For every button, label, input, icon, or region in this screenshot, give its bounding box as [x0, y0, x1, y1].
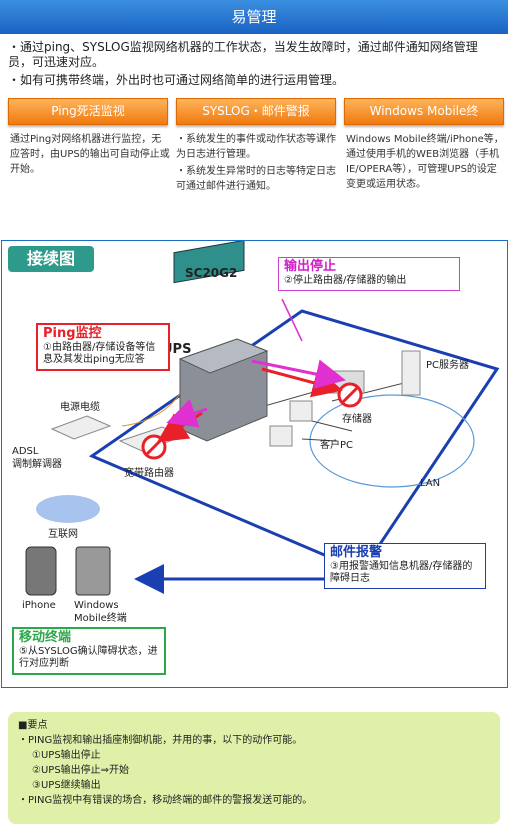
notes-line: ③UPS继续输出 — [32, 780, 101, 791]
card-label: SC20G2 — [185, 266, 238, 280]
intro-line-1: ・通过ping、SYSLOG监视网络机器的工作状态，当发生故障时，通过邮件通知网… — [8, 40, 478, 69]
iphone-device — [25, 546, 57, 596]
adsl-modem — [50, 415, 112, 440]
mail-callout: 邮件报警 ③用报警通知信息机器/存储器的障碍日志 — [324, 543, 486, 589]
client-pc-1 — [289, 400, 313, 422]
notes-line: ・PING监视中有错误的场合，移动终端的邮件的警报发送可能的。 — [18, 795, 313, 806]
client-pc-2 — [269, 425, 293, 447]
intro-line-2: ・如有可携带终端，外出时也可通过网络简单的进行运用管理。 — [8, 73, 345, 87]
diagram-title: 接续图 — [8, 246, 94, 272]
feature-text-mobile: Windows Mobile终端/iPhone等，通过使用手机的WEB浏览器（手… — [346, 134, 504, 190]
notes-title: ■要点 — [18, 720, 48, 731]
notes-line: ・PING监视和输出插座制御机能，并用的事，以下的动作可能。 — [18, 735, 303, 746]
internet-label: 互联网 — [48, 529, 78, 540]
key-points-box: ■要点 ・PING监视和输出插座制御机能，并用的事，以下的动作可能。 ①UPS输… — [8, 712, 500, 824]
lan-label: LAN — [420, 478, 441, 489]
feature-text-ping: 通过Ping对网络机器进行监控，无应答时，由UPS的输出可自动停止或开始。 — [10, 134, 170, 175]
internet-cloud — [36, 495, 100, 523]
ping-callout: Ping监控 ①由路由器/存储设备等信息及其发出ping无应答 — [36, 323, 170, 371]
windows-mobile-device — [75, 546, 111, 596]
stop-arrow-router — [166, 399, 208, 428]
power-cable-label: 电源电缆 — [60, 402, 100, 413]
lan-ellipse — [309, 394, 475, 488]
router-label: 宽带路由器 — [124, 468, 174, 479]
sc20g2-card — [173, 241, 245, 284]
pc-server-label: PC服务器 — [426, 360, 470, 371]
feature-text-syslog: ・系统发生的事件或动作状态等课作为日志进行管理。 ・系统发生异常时的日志等特定日… — [176, 134, 336, 192]
feature-tab-ping: Ping死活监视 — [8, 98, 168, 125]
intro-text: ・通过ping、SYSLOG监视网络机器的工作状态，当发生故障时，通过邮件通知网… — [8, 40, 500, 91]
storage-label: 存储器 — [342, 414, 372, 425]
adsl-label: ADSL 调制解调器 — [12, 446, 62, 470]
notes-line: ②UPS输出停止⇒开始 — [32, 765, 130, 776]
feature-tab-syslog: SYSLOG・邮件警报 — [176, 98, 336, 125]
iphone-label: iPhone — [22, 600, 56, 611]
lan-cable — [211, 380, 413, 442]
diagram-graphics — [25, 241, 500, 596]
pink-leader — [281, 298, 303, 342]
windows-mobile-label: Windows Mobile终端 — [74, 600, 127, 624]
stop-icon-router — [141, 434, 167, 460]
stop-icon-storage — [337, 382, 363, 408]
mobile-callout: 移动终端 ⑤从SYSLOG确认障碍状态，进行对应判断 — [12, 627, 166, 675]
stop-arrow-storage — [251, 359, 346, 389]
notes-line: ①UPS输出停止 — [32, 750, 101, 761]
connection-diagram: 接续图 SC20G2 UPS 电源电缆 ADSL 调制解调器 宽带路由器 互联网… — [1, 240, 508, 688]
feature-tab-mobile: Windows Mobile终端/iPhone — [344, 98, 504, 143]
output-stop-callout: 输出停止 ②停止路由器/存储器的输出 — [278, 257, 460, 291]
page-title: 易管理 — [0, 0, 508, 34]
client-pc-label: 客户PC — [320, 440, 354, 451]
pc-server-device — [401, 350, 421, 396]
